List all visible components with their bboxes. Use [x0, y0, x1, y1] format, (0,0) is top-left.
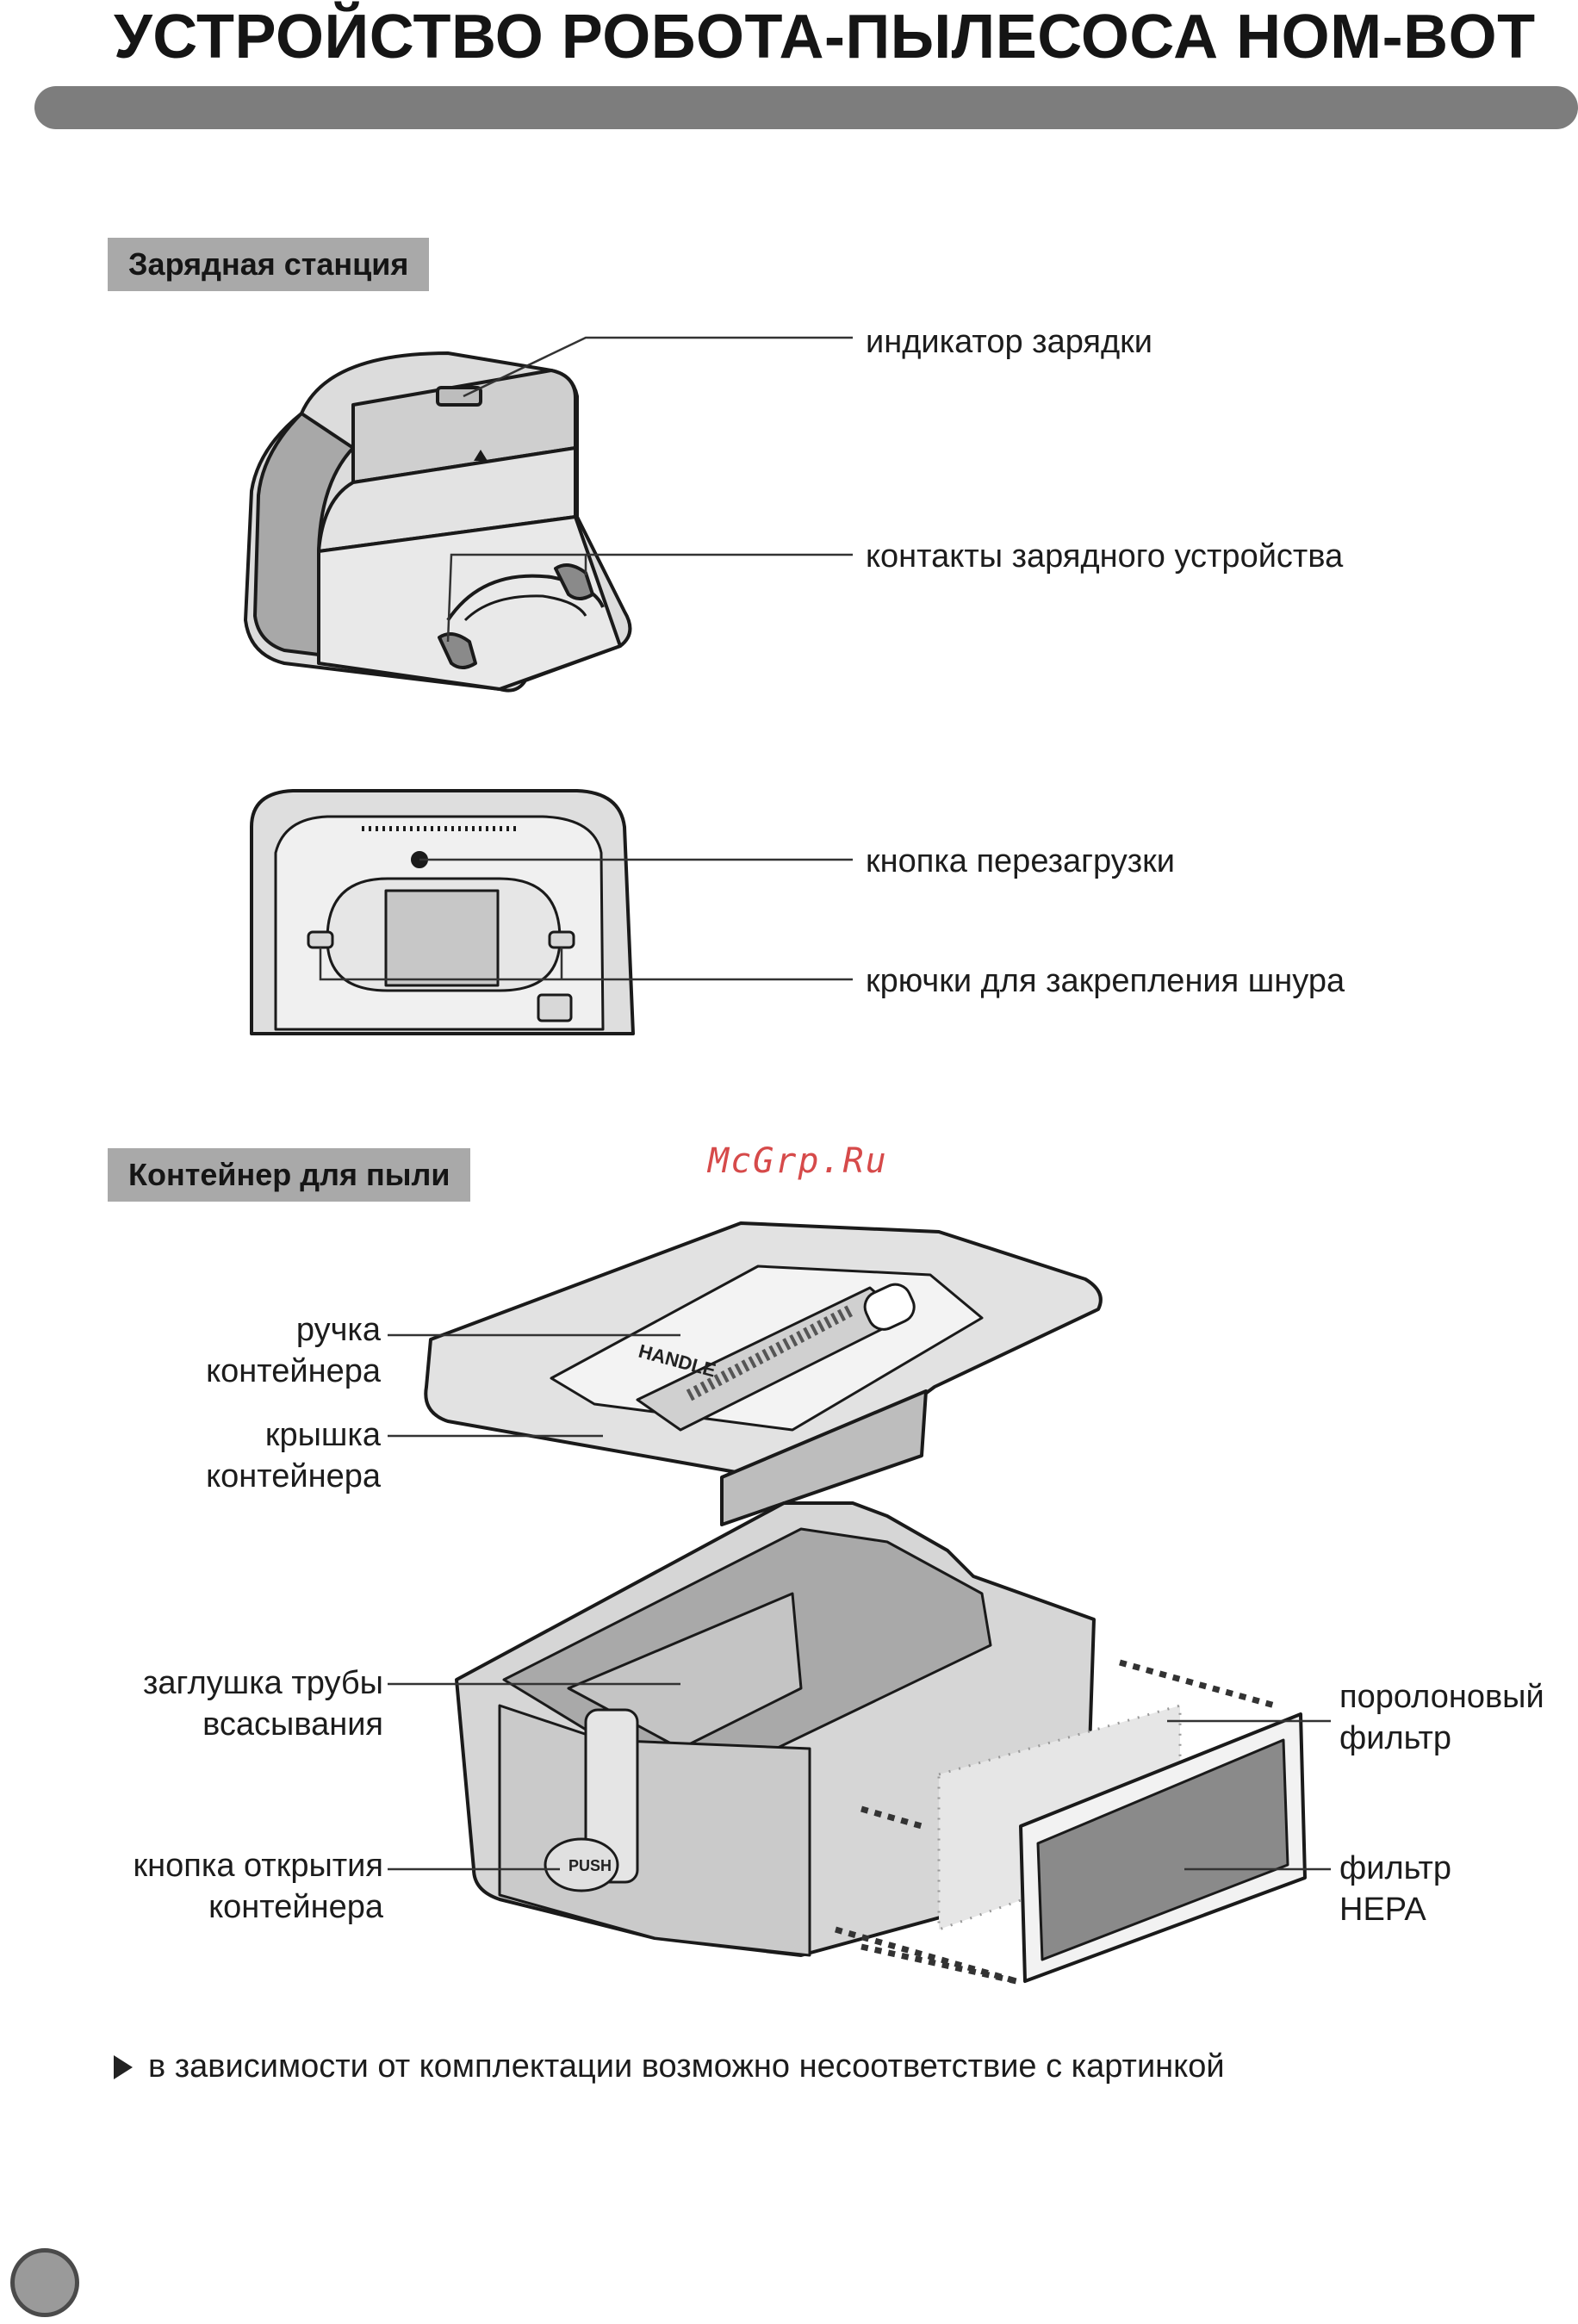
- callout-foam-filter-line2: фильтр: [1339, 1720, 1452, 1756]
- callout-container-lid-line2: контейнера: [206, 1458, 381, 1494]
- station-arrow-icon: [474, 450, 488, 461]
- callout-open-button-line2: контейнера: [208, 1889, 383, 1925]
- callout-cord-hooks: крючки для закрепления шнура: [866, 963, 1345, 999]
- filter-dash-outline: [835, 1659, 1276, 1985]
- rear-hook-right: [548, 930, 575, 949]
- footnote-text: в зависимости от комплектации возможно н…: [148, 2048, 1225, 2085]
- callout-foam-filter-line1: поролоновый: [1339, 1679, 1544, 1715]
- charging-station-illustration: [244, 351, 632, 693]
- dust-container-illustration: [424, 1221, 1307, 1985]
- container-leader-lines: [388, 1333, 1331, 1871]
- callout-hepa-filter-line2: HEPA: [1339, 1892, 1426, 1928]
- container-latch: [584, 1708, 639, 1884]
- callout-container-lid-line1: крышка: [264, 1417, 381, 1453]
- callout-suction-plug-line2: всасывания: [202, 1706, 383, 1743]
- rear-label-plate: [384, 889, 500, 987]
- callout-container-handle: ручка контейнера: [121, 1309, 381, 1392]
- callout-container-lid: крышка контейнера: [121, 1414, 381, 1497]
- section-label-charging-station: Зарядная станция: [108, 238, 430, 291]
- container-lid-underside: [720, 1389, 928, 1526]
- station-top-face: [351, 369, 577, 484]
- callout-container-handle-line1: ручка: [295, 1312, 381, 1348]
- station-contact-right: [554, 563, 594, 600]
- container-handle-knob: [863, 1283, 916, 1331]
- callout-charge-indicator: индикатор зарядки: [866, 324, 1153, 360]
- callout-open-button-line1: кнопка открытия: [133, 1848, 383, 1884]
- page-number-badge: [10, 2248, 79, 2317]
- page-title: УСТРОЙСТВО РОБОТА-ПЫЛЕСОСА HOM-BOT: [114, 3, 1536, 71]
- callout-open-button: кнопка открытия контейнера: [86, 1845, 383, 1928]
- station-left-wall: [253, 412, 355, 656]
- callout-suction-plug: заглушка трубы всасывания: [86, 1662, 383, 1745]
- station-charge-indicator: [436, 386, 482, 407]
- rear-leader-lines: [319, 858, 853, 981]
- rear-socket: [537, 993, 573, 1022]
- triangle-bullet-icon: [114, 2055, 133, 2079]
- push-label: PUSH: [568, 1857, 612, 1874]
- callout-hepa-filter: фильтр HEPA: [1339, 1848, 1451, 1930]
- callout-reset-button: кнопка перезагрузки: [866, 843, 1176, 879]
- callout-container-handle-line2: контейнера: [206, 1353, 381, 1389]
- title-underline-bar: [34, 86, 1578, 129]
- station-leader-lines: [446, 336, 853, 643]
- callout-charger-contacts: контакты зарядного устройства: [866, 538, 1344, 575]
- container-push-button: [544, 1837, 619, 1892]
- callout-foam-filter: поролоновый фильтр: [1339, 1676, 1544, 1759]
- station-floor: [317, 515, 622, 691]
- section-label-dust-container: Контейнер для пыли: [108, 1148, 471, 1202]
- station-floor-rim: [463, 594, 587, 622]
- watermark: McGrp.Ru: [708, 1141, 888, 1181]
- footnote: в зависимости от комплектации возможно н…: [114, 2048, 1225, 2085]
- rear-hook-left: [307, 930, 334, 949]
- callout-hepa-filter-line1: фильтр: [1339, 1850, 1452, 1886]
- callout-suction-plug-line1: заглушка трубы: [142, 1665, 383, 1701]
- hepa-filter-mesh: [1036, 1738, 1289, 1961]
- charging-station-rear-illustration: [250, 789, 635, 1035]
